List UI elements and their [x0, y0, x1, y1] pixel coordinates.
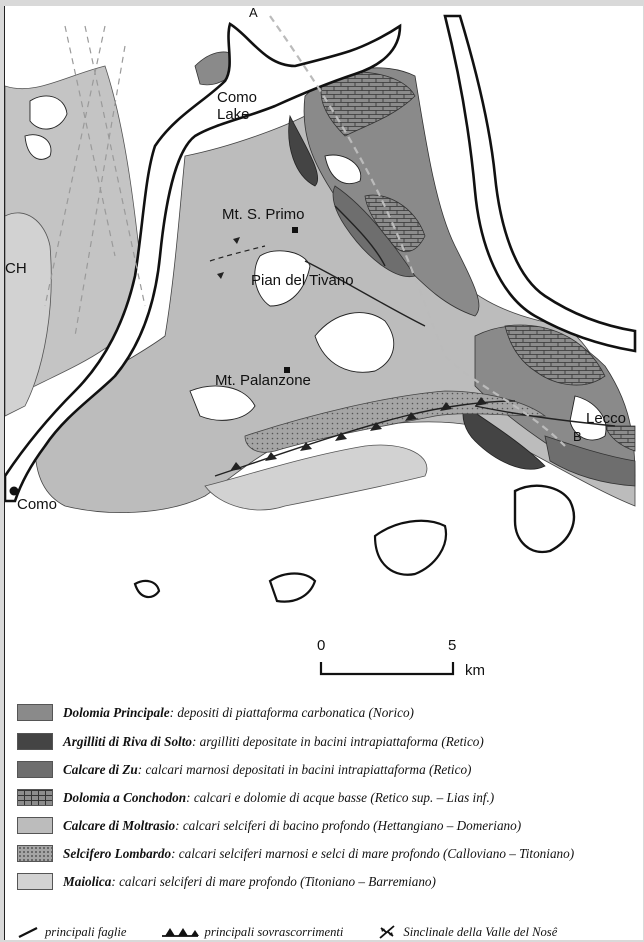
quaternary-lecco-patch: [569, 395, 607, 441]
brianza-lake-2: [268, 572, 317, 603]
como-lake: [5, 22, 402, 503]
map-figure: Como Lake Mt. S. Primo Pian del Tivano M…: [4, 5, 643, 942]
lecco-lake-branch: [443, 14, 637, 353]
brianza-lake-3: [133, 579, 161, 599]
quaternary-ne-valley: [324, 154, 362, 185]
legend-item: Calcare di Moltrasio: calcari selciferi …: [17, 815, 521, 835]
unit-argilliti-lecco: [462, 405, 546, 470]
legend-unit-name: Calcare di Zu: [63, 761, 138, 777]
thrust-triangle-icon: [161, 928, 199, 937]
symbol-thrusts: principali sovrascorrimenti: [161, 924, 344, 940]
legend-item: Selcifero Lombardo: calcari selciferi ma…: [17, 843, 574, 863]
legend-label: Calcare di Zu: calcari marnosi depositat…: [63, 761, 472, 777]
legend-unit-desc: calcari e dolomie di acque basse (Retico…: [193, 789, 495, 805]
legend-label: Dolomia Principale: depositi di piattafo…: [63, 704, 414, 720]
faults: [304, 205, 616, 427]
legend-swatch: [17, 788, 53, 806]
legend-label: Argilliti di Riva di Solto: argilliti de…: [63, 733, 484, 749]
fault-line-icon: [18, 927, 38, 938]
quaternary-pian-del-tivano: [254, 250, 311, 307]
symbol-faults: principali faglie: [17, 925, 127, 940]
legend-unit-desc: calcari selciferi di bacino profondo (He…: [182, 817, 522, 833]
legend-unit-name: Dolomia a Conchodon: [63, 789, 187, 805]
legend-swatch: [17, 844, 53, 862]
legend-item: Maiolica: calcari selciferi di mare prof…: [17, 871, 436, 891]
unit-selcifero-lombardo: [244, 390, 547, 453]
symbol-thrusts-label: principali sovrascorrimenti: [204, 924, 344, 939]
legend-unit-name: Maiolica: [63, 873, 112, 889]
symbol-syncline-label: Sinclinale della Valle del Nosê: [403, 924, 558, 939]
unit-conchodon-ne2: [364, 194, 426, 253]
section-trace-a-b: [269, 15, 566, 447]
lecco-south-lake: [513, 484, 576, 554]
legend-label: Maiolica: calcari selciferi di mare prof…: [63, 873, 436, 889]
unit-calcare-zu-ne: [332, 185, 416, 278]
label-ch: CH: [5, 260, 27, 277]
scale-start-label: 0: [317, 637, 326, 654]
como-dot: [9, 486, 19, 496]
legend-item: Dolomia Principale: depositi di piattafo…: [17, 702, 414, 722]
legend-unit-desc: argilliti depositate in bacini intrapiat…: [199, 733, 484, 749]
unit-calcare-zu-lecco: [544, 435, 636, 487]
scale-unit-label: km: [465, 662, 485, 679]
label-mt-s-primo: Mt. S. Primo: [222, 206, 305, 223]
quaternary-nw-patch: [29, 95, 68, 130]
mt-palanzone-marker: [284, 367, 290, 373]
legend-item: Dolomia a Conchodon: calcari e dolomie d…: [17, 787, 494, 807]
legend-unit-name: Calcare di Moltrasio: [63, 817, 176, 833]
legend-label: Calcare di Moltrasio: calcari selciferi …: [63, 817, 522, 833]
unit-conchodon-ne: [320, 71, 416, 137]
legend-unit-desc: calcari selciferi di mare profondo (Tito…: [119, 873, 436, 889]
label-como-lake: Como Lake: [217, 89, 258, 123]
lineaments: [44, 25, 146, 337]
label-mt-palanzone: Mt. Palanzone: [215, 372, 311, 389]
symbol-legend: principali faglie principali sovrascorri…: [17, 922, 591, 942]
legend-unit-desc: calcari selciferi marnosi e selci di mar…: [178, 845, 575, 861]
unit-conchodon-lecco: [504, 324, 606, 386]
unit-maiolica-south: [204, 444, 428, 511]
symbol-faults-label: principali faglie: [45, 924, 127, 939]
label-como: Como: [17, 496, 58, 513]
unit-conchodon-lecco2: [604, 425, 636, 452]
label-lecco: Lecco: [586, 410, 627, 427]
thrust-san-primo: [209, 237, 266, 279]
legend-unit-desc: calcari marnosi depositati in bacini int…: [145, 761, 472, 777]
legend-item: Argilliti di Riva di Solto: argilliti de…: [17, 731, 484, 751]
legend-swatch: [17, 732, 53, 750]
unit-argilliti-ne: [288, 114, 319, 187]
syncline-icon: [379, 925, 395, 939]
symbol-syncline: Sinclinale della Valle del Nosê: [377, 924, 557, 940]
label-section-b: B: [573, 429, 582, 444]
label-pian-del-tivano: Pian del Tivano: [251, 272, 354, 289]
legend-unit-name: Argilliti di Riva di Solto: [63, 733, 192, 749]
unit-maiolica-west: [5, 212, 52, 417]
quaternary-west-patch: [24, 134, 52, 160]
quaternary-east-valley: [314, 312, 395, 373]
legend-label: Selcifero Lombardo: calcari selciferi ma…: [63, 845, 575, 861]
legend-unit-name: Dolomia Principale: [63, 704, 170, 720]
mt-s-primo-marker: [292, 227, 298, 233]
legend-label: Dolomia a Conchodon: calcari e dolomie d…: [63, 789, 495, 805]
legend-item: Calcare di Zu: calcari marnosi depositat…: [17, 759, 471, 779]
geologic-map: [5, 14, 637, 676]
label-section-a: A: [249, 5, 258, 20]
brianza-lake-1: [373, 519, 448, 576]
legend-unit-desc: depositi di piattaforma carbonatica (Nor…: [177, 704, 414, 720]
legend-swatch: [17, 703, 53, 721]
scale-bar: [319, 662, 455, 676]
scale-end-label: 5: [448, 637, 457, 654]
legend-unit-name: Selcifero Lombardo: [63, 845, 172, 861]
legend-swatch: [17, 816, 53, 834]
thrust-south: [214, 397, 516, 477]
quaternary-palanzone-valley: [189, 385, 256, 421]
legend-swatch: [17, 760, 53, 778]
legend-swatch: [17, 872, 53, 890]
